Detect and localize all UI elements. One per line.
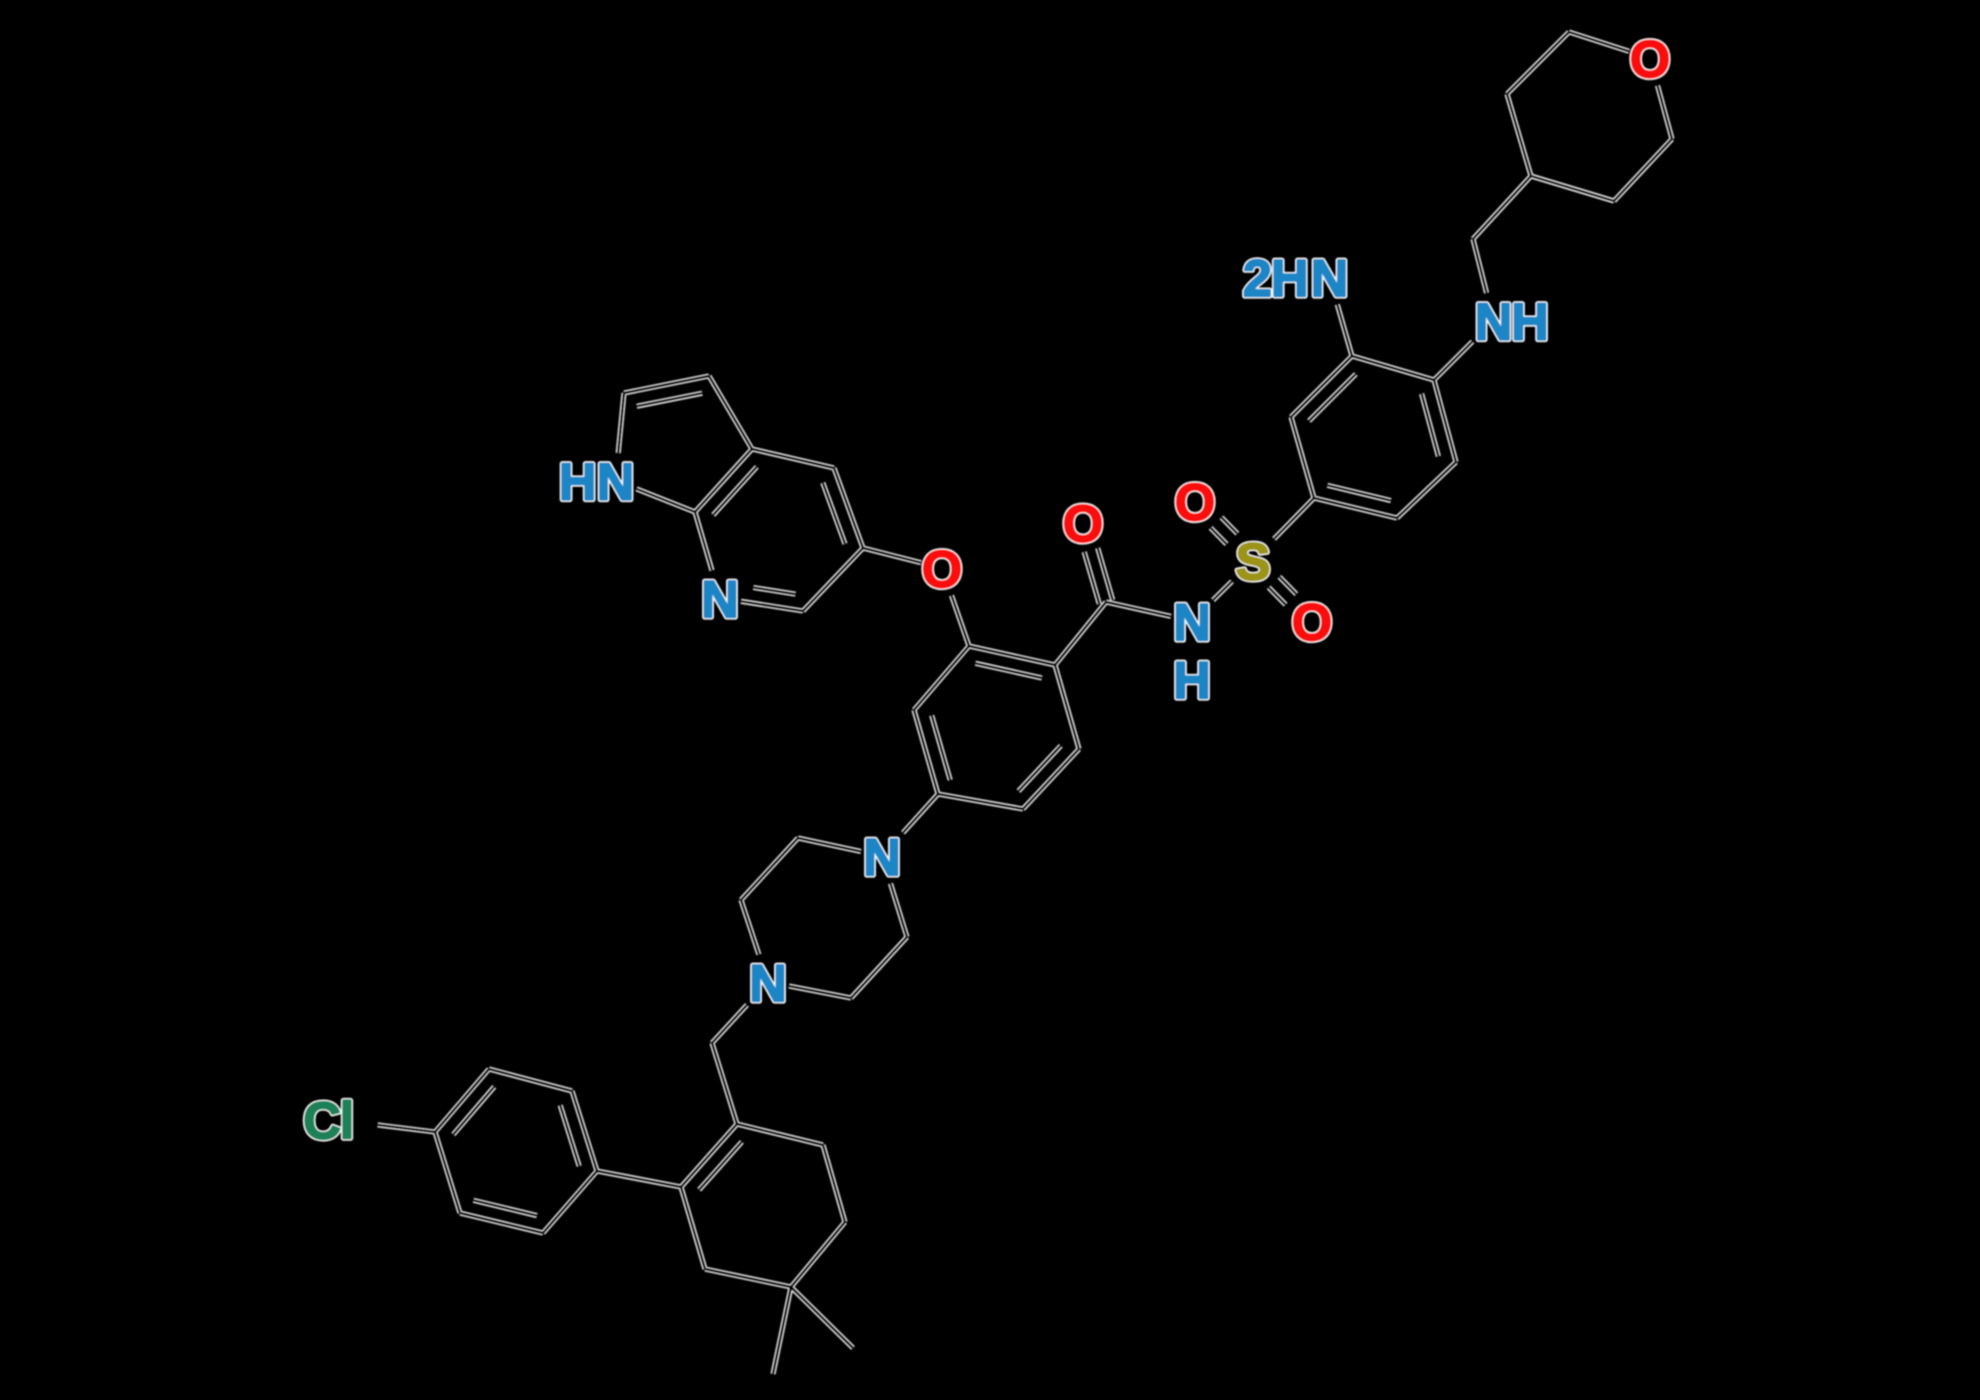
svg-text:S: S	[1236, 534, 1271, 592]
svg-text:l: l	[340, 1092, 354, 1150]
svg-text:O: O	[1292, 594, 1332, 652]
svg-text:H: H	[559, 454, 597, 512]
svg-text:H: H	[1271, 250, 1309, 308]
svg-text:N: N	[1173, 594, 1211, 652]
svg-text:O: O	[1063, 496, 1103, 554]
svg-text:N: N	[863, 829, 901, 887]
svg-text:H: H	[1271, 250, 1309, 308]
svg-text:N: N	[701, 571, 739, 629]
svg-text:2: 2	[1243, 250, 1272, 308]
svg-text:O: O	[1630, 31, 1670, 89]
svg-text:N: N	[701, 571, 739, 629]
svg-text:O: O	[1175, 474, 1215, 532]
svg-text:O: O	[1630, 31, 1670, 89]
svg-text:N: N	[749, 955, 787, 1013]
svg-text:l: l	[340, 1092, 354, 1150]
svg-text:C: C	[303, 1093, 341, 1151]
svg-text:N: N	[1475, 294, 1513, 352]
svg-text:N: N	[1311, 250, 1349, 308]
svg-text:S: S	[1236, 534, 1271, 592]
svg-text:2: 2	[1243, 250, 1272, 308]
svg-text:C: C	[303, 1093, 341, 1151]
svg-text:O: O	[922, 541, 962, 599]
svg-text:O: O	[1175, 474, 1215, 532]
svg-text:N: N	[1475, 294, 1513, 352]
svg-text:H: H	[1511, 294, 1549, 352]
svg-text:N: N	[1311, 250, 1349, 308]
svg-text:O: O	[922, 541, 962, 599]
svg-text:H: H	[1511, 294, 1549, 352]
svg-text:N: N	[597, 454, 635, 512]
svg-text:H: H	[559, 454, 597, 512]
svg-text:H: H	[1173, 652, 1211, 710]
svg-text:H: H	[1173, 652, 1211, 710]
svg-text:O: O	[1063, 496, 1103, 554]
svg-text:N: N	[597, 454, 635, 512]
svg-text:N: N	[1173, 594, 1211, 652]
svg-text:N: N	[749, 955, 787, 1013]
svg-text:N: N	[863, 829, 901, 887]
svg-text:O: O	[1292, 594, 1332, 652]
